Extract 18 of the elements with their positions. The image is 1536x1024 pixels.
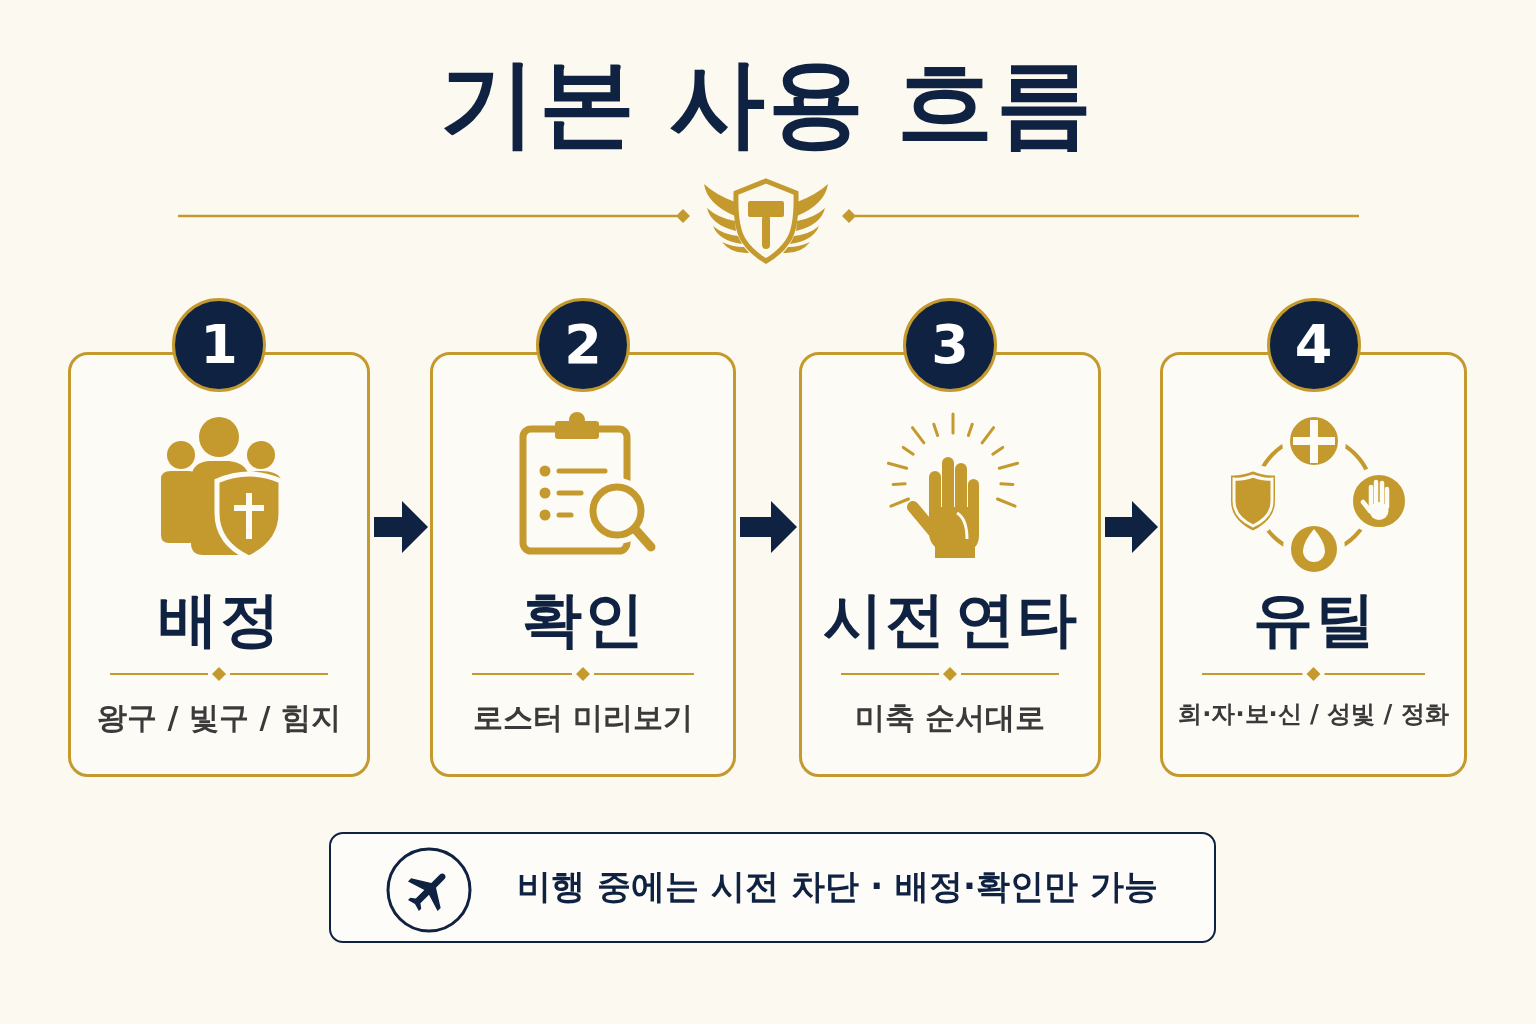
step-title: 유틸 bbox=[1251, 583, 1377, 655]
step-description: 로스터 미리보기 bbox=[472, 700, 694, 736]
step-description: 왕구 / 빛구 / 힘지 bbox=[97, 700, 341, 736]
title: 기본 사용 흐름 bbox=[439, 46, 1095, 161]
step-number: 1 bbox=[172, 298, 266, 392]
step-number: 4 bbox=[1266, 298, 1361, 392]
arrow bbox=[374, 501, 428, 553]
step-title: 시전 연타 bbox=[821, 583, 1080, 655]
step-description: 희·자·보·신 / 성빛 / 정화 bbox=[1178, 700, 1449, 729]
step-title: 배정 bbox=[157, 583, 282, 655]
step-title: 확인 bbox=[521, 583, 646, 655]
note-box bbox=[329, 832, 1216, 943]
step-number: 2 bbox=[536, 298, 630, 392]
step-number: 3 bbox=[903, 298, 997, 392]
arrow bbox=[1105, 501, 1158, 553]
arrow bbox=[740, 501, 797, 553]
step-description: 미축 순서대로 bbox=[854, 700, 1046, 736]
note-text: 비행 중에는 시전 차단 · 배정·확인만 가능 bbox=[517, 866, 1158, 907]
